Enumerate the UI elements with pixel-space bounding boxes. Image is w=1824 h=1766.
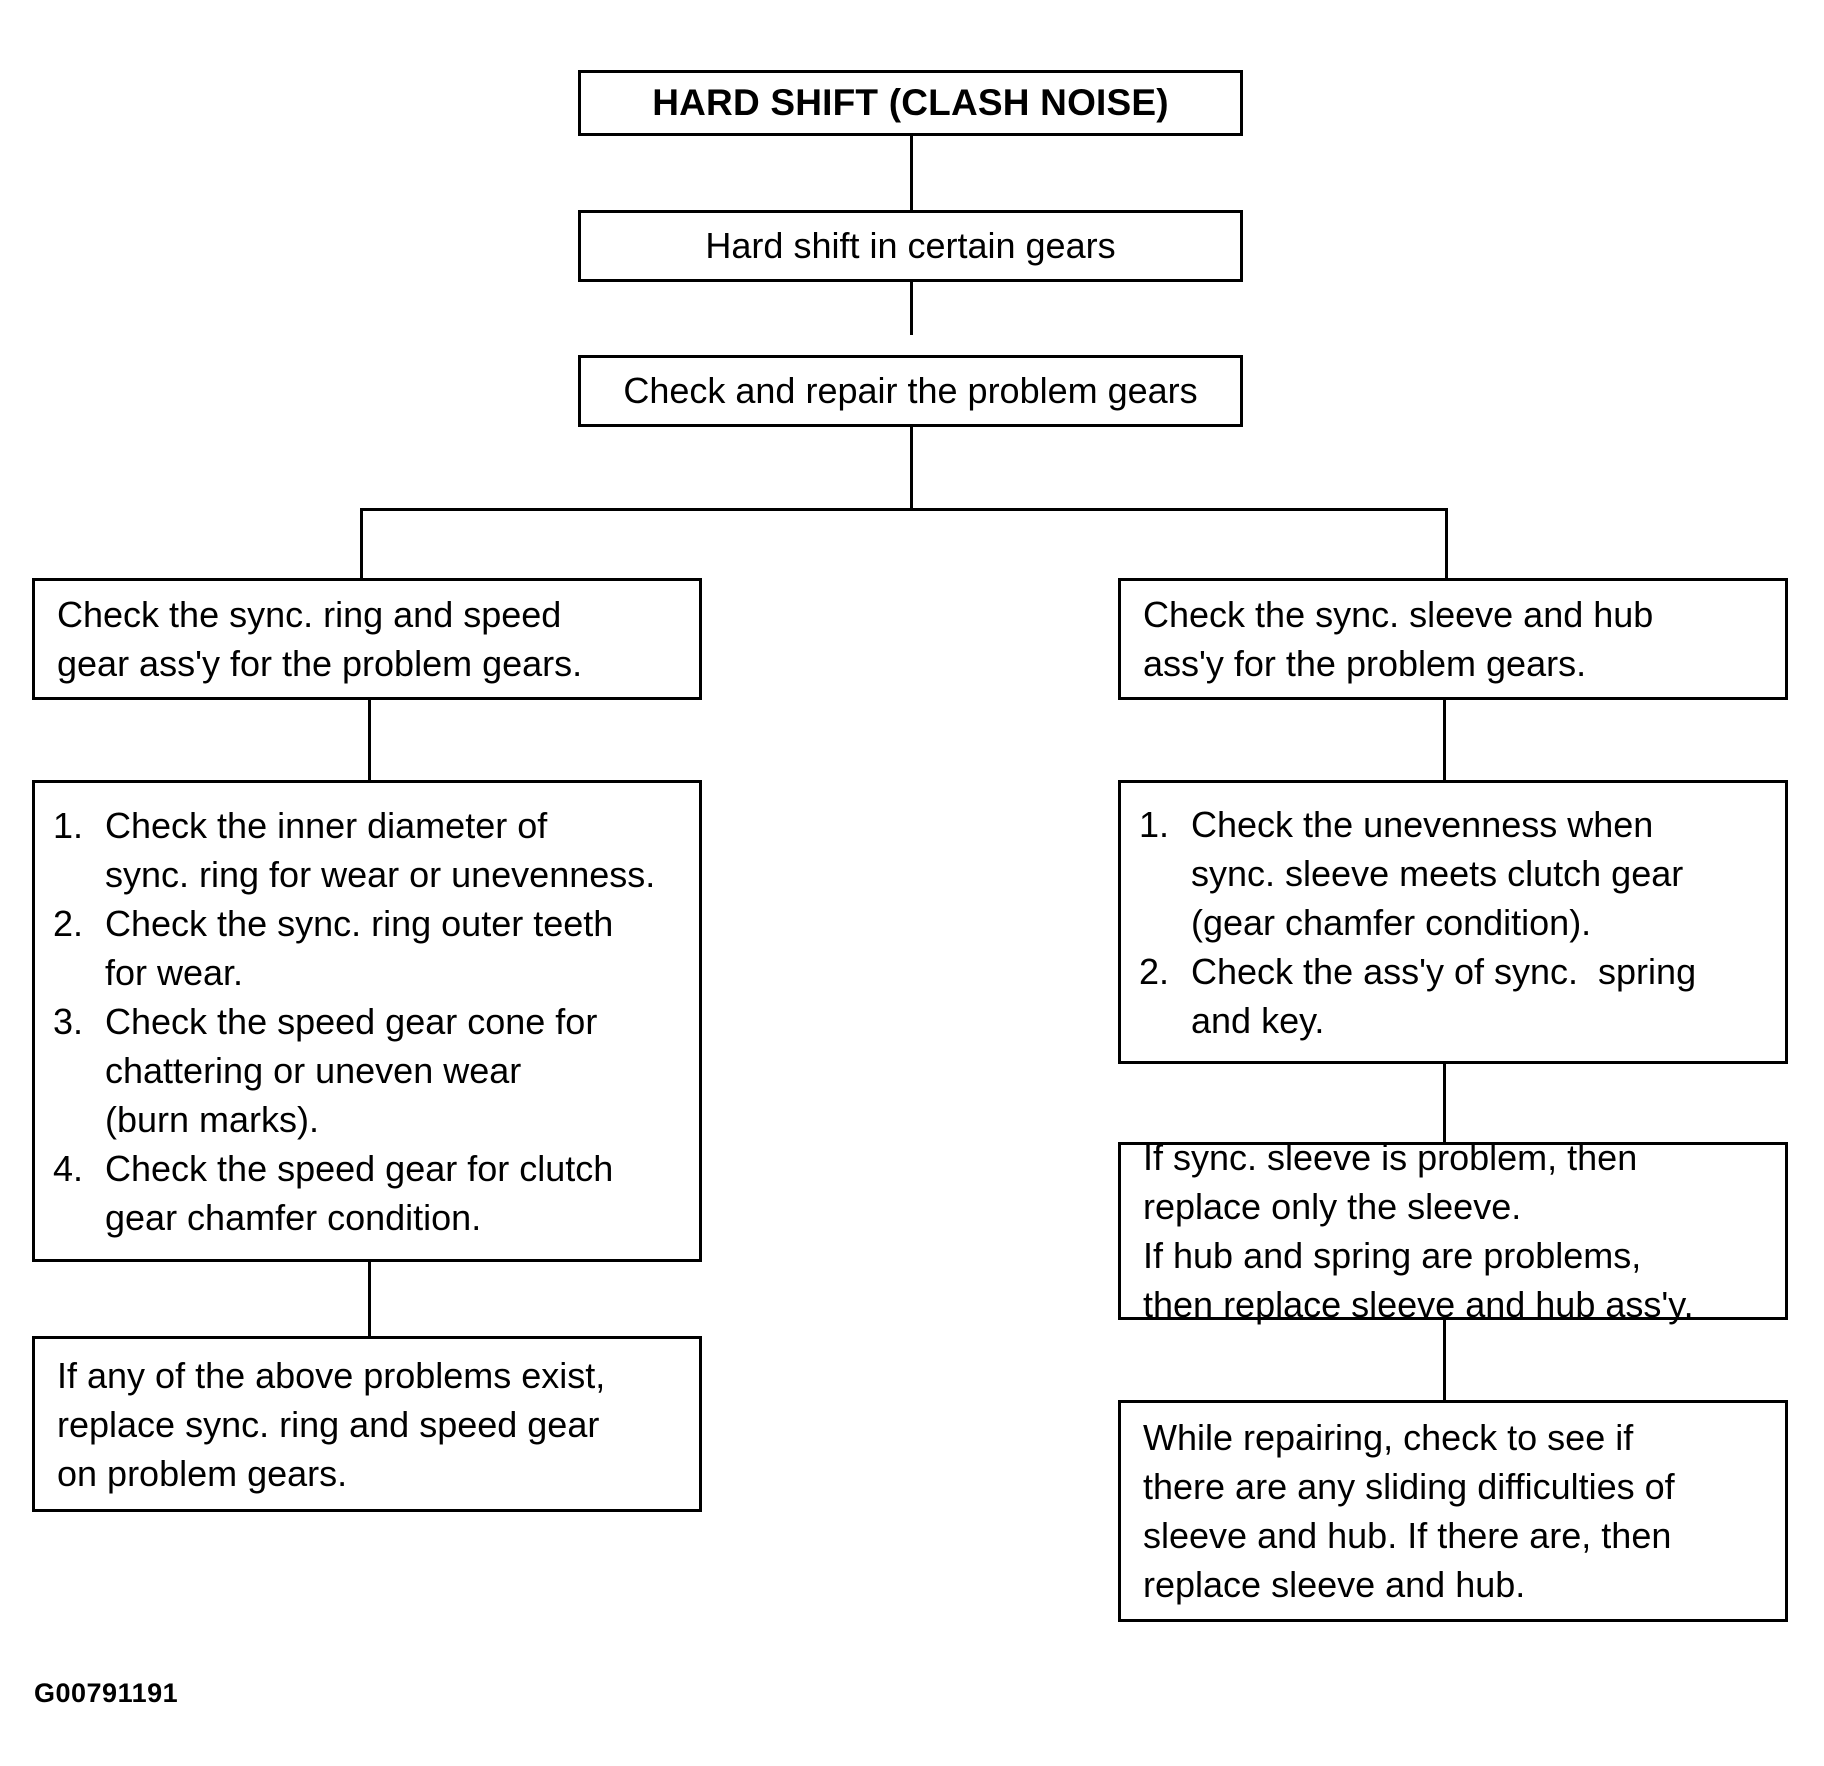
list-item-line: gear chamfer condition. <box>105 1196 482 1238</box>
node-left-result-line2: replace sync. ring and speed gear <box>57 1403 600 1445</box>
node-left-head: Check the sync. ring and speed gear ass'… <box>32 578 702 700</box>
node-right-result-line2: replace only the sleeve. <box>1143 1186 1522 1227</box>
node-right-note-line2: there are any sliding difficulties of <box>1143 1466 1675 1507</box>
connector-left-list-to-result <box>368 1262 371 1336</box>
node-right-result-line4: then replace sleeve and hub ass'y. <box>1143 1284 1694 1325</box>
list-item: 1. Check the unevenness when sync. sleev… <box>1139 800 1775 947</box>
node-symptom: Hard shift in certain gears <box>578 210 1243 282</box>
list-item-number: 2. <box>53 902 84 944</box>
node-right-note-line1: While repairing, check to see if <box>1143 1417 1634 1458</box>
connector-action-to-split <box>910 382 913 510</box>
node-left-head-line2: gear ass'y for the problem gears. <box>57 643 583 684</box>
node-right-note: While repairing, check to see if there a… <box>1118 1400 1788 1622</box>
node-action-label: Check and repair the problem gears <box>623 370 1198 411</box>
list-item-text: Check the sync. ring outer teeth for wea… <box>105 899 689 997</box>
list-item-line: Check the speed gear cone for <box>105 1000 598 1042</box>
node-right-result-line3: If hub and spring are problems, <box>1143 1235 1642 1276</box>
list-item-line: Check the unevenness when <box>1191 803 1654 845</box>
list-item: 2. Check the sync. ring outer teeth for … <box>53 899 689 997</box>
list-item: 3. Check the speed gear cone for chatter… <box>53 997 689 1144</box>
list-item-line: for wear. <box>105 951 244 993</box>
connector-right-list-to-result <box>1443 1064 1446 1142</box>
list-item-text: Check the speed gear for clutch gear cha… <box>105 1144 689 1242</box>
node-right-result-line1: If sync. sleeve is problem, then <box>1143 1137 1638 1178</box>
list-item-number: 4. <box>53 1147 84 1189</box>
list-item-line: (burn marks). <box>105 1098 320 1140</box>
connector-split-to-right-head <box>1445 508 1448 578</box>
node-left-checklist: 1. Check the inner diameter of sync. rin… <box>32 780 702 1262</box>
list-item-line: Check the speed gear for clutch <box>105 1147 614 1189</box>
list-item-number: 3. <box>53 1000 84 1042</box>
node-left-result-line3: on problem gears. <box>57 1452 348 1494</box>
node-right-result: If sync. sleeve is problem, then replace… <box>1118 1137 1788 1325</box>
node-root-hard-shift: HARD SHIFT (CLASH NOISE) <box>578 70 1243 136</box>
list-item-text: Check the speed gear cone for chattering… <box>105 997 689 1144</box>
connector-symptom-to-action <box>910 257 913 335</box>
node-right-checklist: 1. Check the unevenness when sync. sleev… <box>1118 780 1788 1064</box>
connector-right-result-to-note <box>1443 1320 1446 1400</box>
list-item-text: Check the ass'y of sync. spring and key. <box>1191 947 1775 1045</box>
connector-right-head-to-list <box>1443 700 1446 780</box>
connector-split-to-left-head <box>360 508 363 578</box>
list-item-line: Check the inner diameter of <box>105 804 548 846</box>
node-root-label: HARD SHIFT (CLASH NOISE) <box>652 82 1169 123</box>
node-action: Check and repair the problem gears <box>578 355 1243 427</box>
connector-root-to-symptom <box>910 133 913 211</box>
connector-left-head-to-list <box>368 700 371 780</box>
list-item-line: sync. sleeve meets clutch gear <box>1191 852 1684 894</box>
node-left-result-line1: If any of the above problems exist, <box>57 1354 606 1396</box>
list-item-line: and key. <box>1191 999 1325 1041</box>
list-item-text: Check the inner diameter of sync. ring f… <box>105 801 689 899</box>
reference-code: G00791191 <box>34 1678 179 1708</box>
list-item-line: Check the ass'y of sync. spring <box>1191 950 1697 992</box>
list-item: 2. Check the ass'y of sync. spring and k… <box>1139 947 1775 1045</box>
list-item-number: 1. <box>53 804 84 846</box>
list-item-text: Check the unevenness when sync. sleeve m… <box>1191 800 1775 947</box>
list-item-line: sync. ring for wear or unevenness. <box>105 853 656 895</box>
list-item: 1. Check the inner diameter of sync. rin… <box>53 801 689 899</box>
node-right-head-line1: Check the sync. sleeve and hub <box>1143 594 1654 635</box>
list-item-line: (gear chamfer condition). <box>1191 901 1592 943</box>
list-item-line: chattering or uneven wear <box>105 1049 522 1091</box>
node-left-head-line1: Check the sync. ring and speed <box>57 594 562 635</box>
list-item: 4. Check the speed gear for clutch gear … <box>53 1144 689 1242</box>
list-item-number: 2. <box>1139 950 1170 992</box>
node-left-result: If any of the above problems exist, repl… <box>32 1336 702 1512</box>
list-item-number: 1. <box>1139 803 1170 845</box>
connector-split-horizontal <box>360 508 1448 511</box>
list-item-line: Check the sync. ring outer teeth <box>105 902 614 944</box>
node-symptom-label: Hard shift in certain gears <box>705 225 1116 266</box>
node-right-head: Check the sync. sleeve and hub ass'y for… <box>1118 578 1788 700</box>
node-right-note-line3: sleeve and hub. If there are, then <box>1143 1515 1672 1556</box>
node-right-head-line2: ass'y for the problem gears. <box>1143 643 1587 684</box>
node-right-note-line4: replace sleeve and hub. <box>1143 1564 1526 1605</box>
